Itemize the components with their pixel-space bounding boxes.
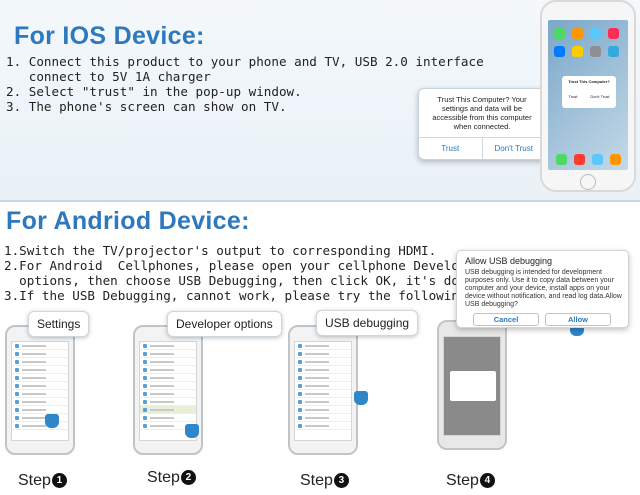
android-step-2-cont: options, then choose USB Debugging, then… [4,273,482,288]
dont-trust-button[interactable]: Don't Trust [494,144,533,153]
usb-debugging-screen [294,341,352,441]
step-number-badge: 1 [51,473,67,489]
callout-usb-debugging: USB debugging [316,310,419,336]
iphone-dont-trust-button[interactable]: Don't Trust [590,94,610,99]
callout-developer-options: Developer options [167,311,282,337]
ios-step-2: 2. Select "trust" in the pop-up window. [6,84,302,99]
allow-usb-debugging-dialog: Allow USB debugging USB debugging is int… [456,250,629,328]
tap-hand-icon [185,424,199,438]
callout-settings: Settings [28,311,90,337]
step-number-badge: 4 [479,473,495,489]
android-step-2: 2.For Android Cellphones, please open yo… [4,258,482,273]
phone-step-1 [5,325,75,455]
android-step-1: 1.Switch the TV/projector's output to co… [4,243,437,258]
ios-heading: For IOS Device: [14,22,205,50]
section-divider [0,200,640,202]
ios-step-1: 1. Connect this product to your phone an… [6,54,484,69]
android-heading: For Andriod Device: [6,207,250,235]
home-button [580,174,596,190]
trust-dialog: Trust This Computer? Your settings and d… [418,88,546,160]
tap-hand-icon [45,414,59,428]
android-steps: 1.Switch the TV/projector's output to co… [4,243,512,303]
allow-button[interactable]: Allow [545,313,611,326]
trust-dialog-message: Trust This Computer? Your settings and d… [432,95,532,131]
allow-debugging-screen [443,336,501,436]
iphone-trust-button[interactable]: Trust [568,94,578,99]
ios-steps: 1. Connect this product to your phone an… [6,54,484,114]
iphone-illustration: Trust This Computer? Trust Don't Trust [540,0,636,192]
tap-hand-icon [354,391,368,405]
phone-step-3 [288,325,358,455]
iphone-screen: Trust This Computer? Trust Don't Trust [548,20,628,170]
settings-screen [11,341,69,441]
ios-step-1-cont: connect to 5V 1A charger [6,69,211,84]
ios-step-3: 3. The phone's screen can show on TV. [6,99,287,114]
step-number-badge: 2 [180,470,196,486]
iphone-trust-title: Trust This Computer? [568,79,610,84]
dialog-message: USB debugging is intended for developmen… [465,269,622,308]
phone-step-4 [437,320,507,450]
trust-button[interactable]: Trust [419,138,483,159]
dialog-title: Allow USB debugging [465,256,553,266]
step-number-badge: 3 [333,473,349,489]
android-step-3: 3.If the USB Debugging, cannot work, ple… [4,288,512,303]
iphone-trust-popup: Trust This Computer? Trust Don't Trust [562,76,616,108]
cancel-button[interactable]: Cancel [473,313,539,326]
